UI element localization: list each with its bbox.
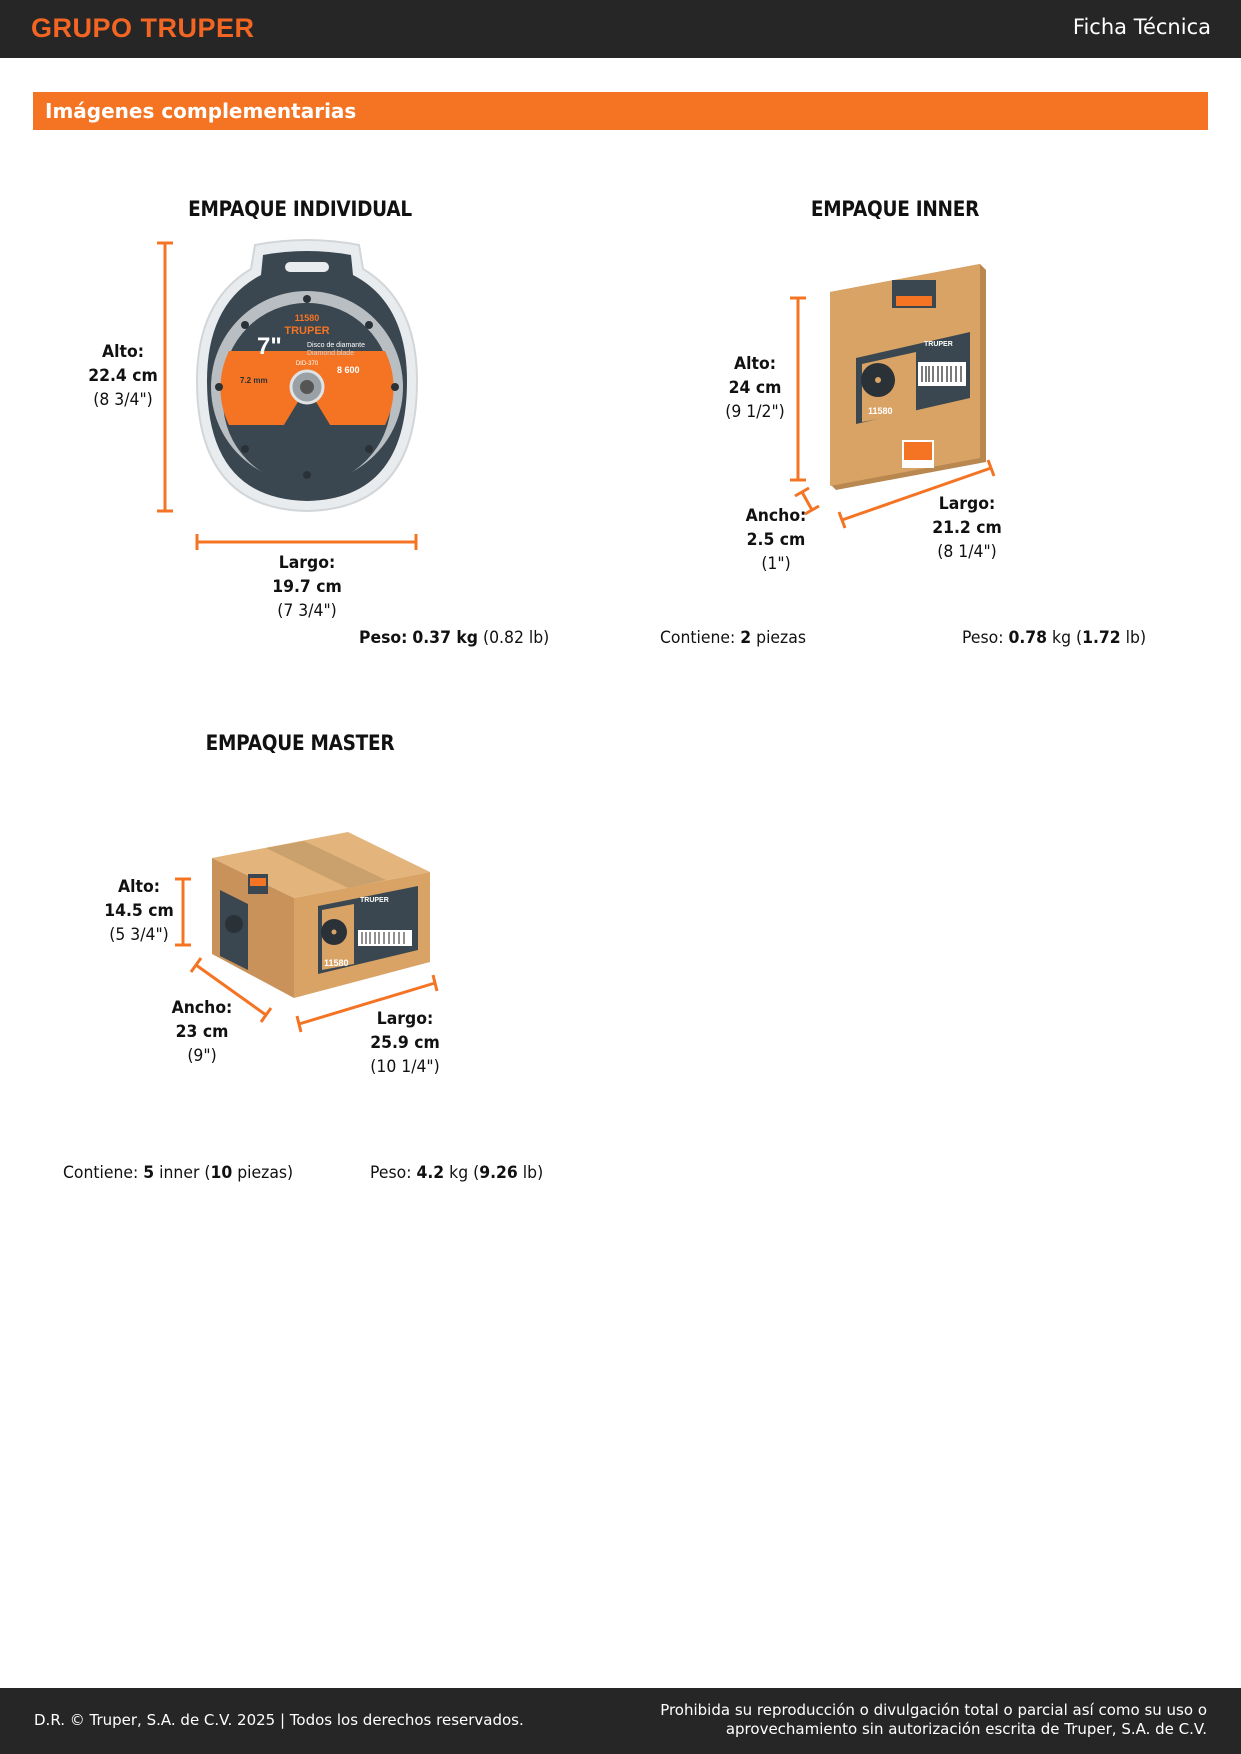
- individual-largo: Largo: 19.7 cm (7 3/4"): [272, 553, 342, 621]
- individual-alto: Alto: 22.4 cm (8 3/4"): [88, 342, 158, 410]
- footer-copyright: D.R. © Truper, S.A. de C.V. 2025 | Todos…: [34, 1711, 524, 1729]
- inner-box-image: 11580 TRUPER: [830, 264, 986, 490]
- footer-bar: D.R. © Truper, S.A. de C.V. 2025 | Todos…: [0, 1688, 1241, 1754]
- individual-weight: Peso: 0.37 kg (0.82 lb): [359, 628, 550, 648]
- svg-text:TRUPER: TRUPER: [924, 341, 953, 348]
- svg-text:7.2 mm: 7.2 mm: [240, 376, 268, 385]
- section-title: Imágenes complementarias: [45, 99, 357, 123]
- svg-text:11580: 11580: [295, 313, 320, 323]
- svg-text:Disco de diamante: Disco de diamante: [307, 342, 365, 349]
- header-bar: GRUPO TRUPER Ficha Técnica: [0, 0, 1241, 58]
- svg-text:8 600: 8 600: [337, 365, 360, 375]
- inner-ancho: Ancho: 2.5 cm (1"): [745, 506, 807, 574]
- inner-weight: Peso: 0.78 kg (1.72 lb): [962, 628, 1147, 648]
- svg-text:11580: 11580: [868, 406, 893, 416]
- svg-text:TRUPER: TRUPER: [284, 325, 329, 337]
- svg-text:TRUPER: TRUPER: [360, 897, 389, 904]
- inner-title: EMPAQUE INNER: [810, 197, 980, 221]
- svg-text:7": 7": [257, 333, 282, 360]
- master-alto: Alto: 14.5 cm (5 3/4"): [104, 877, 174, 945]
- section-header: Imágenes complementarias: [33, 92, 1208, 130]
- footer-notice: Prohibida su reproducción o divulgación …: [660, 1701, 1207, 1738]
- master-contents: Contiene: 5 inner (10 piezas): [63, 1163, 294, 1183]
- svg-text:11580: 11580: [324, 958, 349, 968]
- svg-text:DID-370: DID-370: [296, 361, 319, 367]
- master-ancho: Ancho: 23 cm (9"): [171, 998, 233, 1066]
- individual-title: EMPAQUE INDIVIDUAL: [188, 197, 412, 221]
- svg-text:Diamond blade: Diamond blade: [307, 350, 354, 357]
- master-weight: Peso: 4.2 kg (9.26 lb): [370, 1163, 544, 1183]
- individual-package-image: 11580 TRUPER 7" Disco de diamante Diamon…: [195, 239, 419, 513]
- inner-largo: Largo: 21.2 cm (8 1/4"): [932, 494, 1002, 562]
- document-type: Ficha Técnica: [1072, 15, 1211, 39]
- master-largo: Largo: 25.9 cm (10 1/4"): [370, 1009, 440, 1077]
- inner-alto: Alto: 24 cm (9 1/2"): [725, 354, 785, 422]
- inner-contents: Contiene: 2 piezas: [660, 628, 806, 648]
- master-box-image: 11580 TRUPER: [212, 832, 430, 998]
- brand-logo: GRUPO TRUPER: [31, 13, 255, 43]
- master-title: EMPAQUE MASTER: [205, 731, 395, 755]
